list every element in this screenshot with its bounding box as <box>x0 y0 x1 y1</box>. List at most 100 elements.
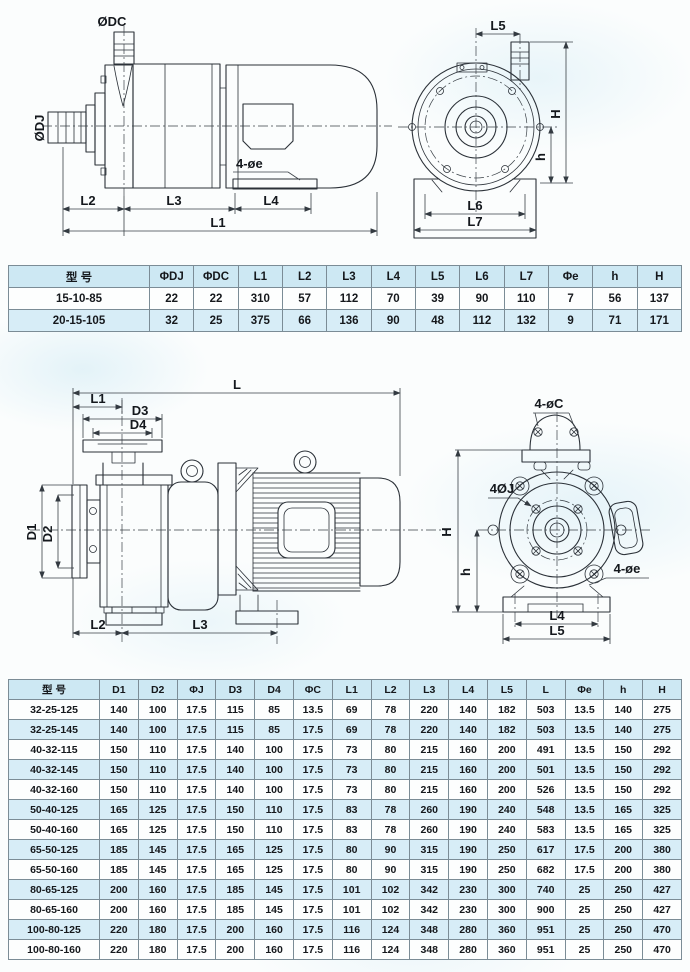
value-cell: 180 <box>137 919 178 940</box>
value-cell: 548 <box>525 799 566 820</box>
drill-note-e: 4-øe <box>236 156 263 171</box>
base-outline <box>502 585 611 613</box>
column-header: ΦDJ <box>148 265 195 288</box>
model-cell: 80-65-125 <box>8 879 100 900</box>
value-cell: 90 <box>370 859 411 880</box>
value-cell: 80 <box>331 839 372 860</box>
value-cell: 185 <box>215 899 256 920</box>
value-cell: 124 <box>370 939 411 960</box>
value-cell: 110 <box>137 779 178 800</box>
value-cell: 190 <box>448 839 488 860</box>
value-cell: 342 <box>409 899 450 920</box>
bracket-outline <box>217 462 259 596</box>
value-cell: 200 <box>215 919 256 940</box>
value-cell: 150 <box>99 759 139 780</box>
motor-outline <box>219 64 378 190</box>
dim-label-h-total: H <box>548 109 563 118</box>
value-cell: 69 <box>331 699 372 720</box>
column-header: D1 <box>99 679 139 700</box>
dim-label-l4: L4 <box>549 608 565 623</box>
value-cell: 185 <box>99 859 139 880</box>
value-cell: 220 <box>99 919 139 940</box>
value-cell: 900 <box>525 899 566 920</box>
value-cell: 17.5 <box>292 739 333 760</box>
value-cell: 17.5 <box>176 799 217 820</box>
pump-front-view: L5 L6 L7 h H <box>398 18 573 239</box>
column-header: ΦC <box>292 679 333 700</box>
column-header: L1 <box>237 265 283 288</box>
model-cell: 80-65-160 <box>8 899 100 920</box>
value-cell: 140 <box>215 759 256 780</box>
value-cell: 25 <box>564 899 605 920</box>
suction-flange-outline <box>71 484 101 579</box>
value-cell: 17.5 <box>292 859 333 880</box>
model-column-header: 型 号 <box>8 679 100 700</box>
column-header: L5 <box>414 265 461 288</box>
value-cell: 310 <box>237 287 283 310</box>
value-cell: 100 <box>137 699 178 720</box>
column-header: L4 <box>448 679 488 700</box>
value-cell: 185 <box>215 879 256 900</box>
model-cell: 32-25-145 <box>8 719 100 740</box>
value-cell: 160 <box>448 739 488 760</box>
value-cell: 165 <box>603 819 644 840</box>
value-cell: 17.5 <box>176 719 217 740</box>
column-header: L7 <box>503 265 549 288</box>
value-cell: 300 <box>486 879 527 900</box>
model-cell: 65-50-125 <box>8 839 100 860</box>
value-cell: 501 <box>525 759 566 780</box>
value-cell: 83 <box>331 819 372 840</box>
model-cell: 100-80-125 <box>8 919 100 940</box>
value-cell: 200 <box>486 779 527 800</box>
value-cell: 200 <box>486 759 527 780</box>
model-cell: 50-40-160 <box>8 819 100 840</box>
value-cell: 503 <box>525 719 566 740</box>
value-cell: 78 <box>370 699 411 720</box>
value-cell: 69 <box>331 719 372 740</box>
value-cell: 32 <box>148 309 195 332</box>
value-cell: 9 <box>547 309 594 332</box>
value-cell: 145 <box>254 879 294 900</box>
value-cell: 150 <box>603 779 644 800</box>
value-cell: 380 <box>642 839 682 860</box>
bolt-icon <box>515 569 525 579</box>
value-cell: 17.5 <box>292 719 333 740</box>
value-cell: 17.5 <box>292 819 333 840</box>
column-header: Φe <box>547 265 594 288</box>
value-cell: 80 <box>370 779 411 800</box>
value-cell: 160 <box>254 919 294 940</box>
value-cell: 230 <box>448 899 488 920</box>
value-cell: 165 <box>99 819 139 840</box>
value-cell: 100 <box>137 719 178 740</box>
value-cell: 17.5 <box>176 859 217 880</box>
dim-label-d1: D1 <box>24 524 39 541</box>
value-cell: 70 <box>370 287 416 310</box>
top-flange-outline <box>521 414 591 480</box>
column-header: h <box>603 679 644 700</box>
value-cell: 78 <box>370 819 411 840</box>
value-cell: 470 <box>642 919 682 940</box>
value-cell: 17.5 <box>176 899 217 920</box>
value-cell: 112 <box>326 287 372 310</box>
value-cell: 260 <box>409 819 450 840</box>
bolt-icon <box>531 546 541 556</box>
value-cell: 250 <box>603 899 644 920</box>
dim-label-dj: ØDJ <box>32 115 47 142</box>
value-cell: 200 <box>215 939 256 960</box>
value-cell: 78 <box>370 719 411 740</box>
value-cell: 200 <box>486 739 527 760</box>
value-cell: 140 <box>448 719 488 740</box>
dim-label-h-axis2: h <box>458 568 473 576</box>
value-cell: 13.5 <box>564 739 605 760</box>
dim-label-l5: L5 <box>549 623 564 638</box>
value-cell: 17.5 <box>292 879 333 900</box>
column-header: L3 <box>409 679 450 700</box>
technical-drawing-top: ØDC ØDJ 4-øe L2 L3 L4 L1 <box>32 14 573 239</box>
value-cell: 165 <box>99 799 139 820</box>
value-cell: 220 <box>409 699 450 720</box>
